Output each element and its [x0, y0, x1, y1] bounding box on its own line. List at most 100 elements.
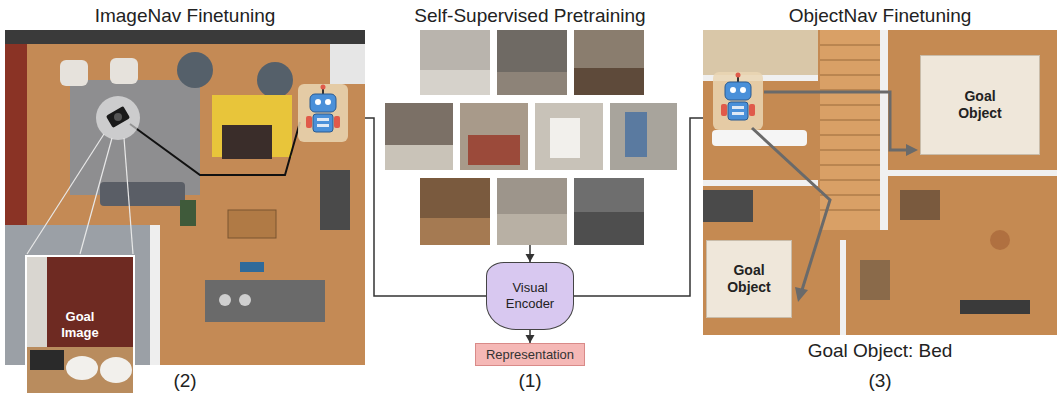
rug	[70, 80, 200, 195]
scene-panel: ObjectNav FinetuningGoal ObjectGoal Obje…	[703, 30, 1057, 335]
leader-line	[80, 138, 112, 254]
agent-path	[764, 92, 910, 150]
connector	[365, 118, 486, 296]
inset-chair	[66, 356, 98, 380]
wall	[330, 44, 365, 84]
image-tile	[385, 103, 453, 170]
stair-step	[820, 75, 880, 76]
node-label: Goal Image	[45, 309, 115, 340]
image-tile	[574, 68, 644, 95]
leader-line	[124, 138, 133, 254]
node-label: Visual Encoder	[495, 280, 565, 313]
path-arrowhead	[795, 287, 808, 302]
stair-step	[820, 210, 880, 211]
bean-bag	[177, 52, 213, 88]
image-tile	[550, 118, 580, 158]
appliance	[219, 294, 231, 306]
image-tile	[535, 103, 603, 170]
sofa	[703, 190, 753, 222]
image-tile	[468, 135, 520, 165]
goal-image-inset: Goal Image	[25, 255, 135, 395]
cabinet	[320, 170, 350, 230]
image-tile	[497, 214, 567, 245]
encoder-box: Visual Encoder	[486, 262, 574, 330]
robot-icon	[298, 84, 348, 142]
node-label: Goal Object	[948, 88, 1012, 122]
stair-step	[820, 90, 880, 91]
chair	[990, 230, 1010, 250]
stair-step	[820, 120, 880, 121]
callout-number: (3)	[868, 370, 891, 392]
image-tile	[625, 112, 647, 157]
image-tiles	[385, 30, 677, 245]
arrowhead	[526, 335, 535, 343]
inset-wall	[25, 255, 47, 347]
image-tile	[574, 212, 644, 245]
image-tile	[610, 103, 677, 170]
path-arrowhead	[906, 144, 918, 156]
bathtub	[712, 130, 807, 146]
image-tile	[497, 72, 567, 95]
node-label: Representation	[486, 347, 574, 362]
appliance	[239, 294, 251, 306]
wall	[5, 30, 365, 44]
arrowhead	[526, 254, 535, 262]
inset-wall	[25, 255, 135, 347]
image-tile	[420, 70, 490, 95]
mat	[240, 262, 264, 272]
panel-title: ImageNav Finetuning	[95, 5, 276, 27]
image-tile	[420, 218, 490, 245]
kitchen-island	[228, 210, 276, 238]
robot-icon	[713, 72, 763, 130]
stair-step	[820, 45, 880, 46]
inset-chair	[100, 357, 132, 383]
image-tile	[420, 178, 490, 245]
table	[222, 125, 272, 159]
wall	[5, 44, 27, 234]
scene-panel: ImageNav FinetuningGoal Image	[5, 30, 365, 365]
inset-floor	[25, 347, 135, 395]
wall	[880, 30, 888, 230]
callout-number: (1)	[518, 370, 541, 392]
image-tile	[574, 30, 644, 95]
goal-image	[25, 255, 135, 395]
plant	[180, 200, 196, 226]
inset-cabinet	[30, 350, 64, 370]
sofa	[100, 182, 185, 206]
floor	[703, 30, 818, 75]
cabinet	[860, 260, 890, 300]
floor	[703, 30, 1057, 335]
image-tile	[574, 178, 644, 245]
image-tile	[497, 30, 567, 95]
stair-step	[820, 180, 880, 181]
wall	[840, 240, 846, 335]
connector	[574, 118, 703, 296]
wall	[703, 180, 818, 186]
armchair	[110, 58, 138, 84]
callout-number: (2)	[173, 370, 196, 392]
agent-path	[130, 122, 300, 175]
goal-location	[96, 96, 140, 140]
stair-step	[820, 165, 880, 166]
wall	[150, 225, 160, 365]
image-tile	[497, 178, 567, 245]
table	[900, 190, 940, 220]
node-label: Goal Object	[717, 262, 781, 296]
goal-object-box: Goal Object	[706, 240, 792, 318]
panel-title: Self-Supervised Pretraining	[414, 5, 645, 27]
representation-box: Representation	[475, 343, 585, 366]
goal-object-box: Goal Object	[920, 55, 1040, 155]
stair-step	[820, 60, 880, 61]
image-grid: Self-Supervised Pretraining	[383, 30, 677, 245]
leader-line	[27, 134, 104, 254]
image-tile	[420, 30, 490, 95]
stair-step	[820, 135, 880, 136]
camera-lens	[114, 113, 122, 121]
image-tile	[385, 145, 453, 170]
stair-steps	[820, 45, 880, 210]
counter	[205, 280, 325, 322]
caption-text: Goal Object: Bed	[808, 340, 953, 362]
panel-title: ObjectNav Finetuning	[789, 5, 972, 27]
floor	[5, 30, 365, 365]
